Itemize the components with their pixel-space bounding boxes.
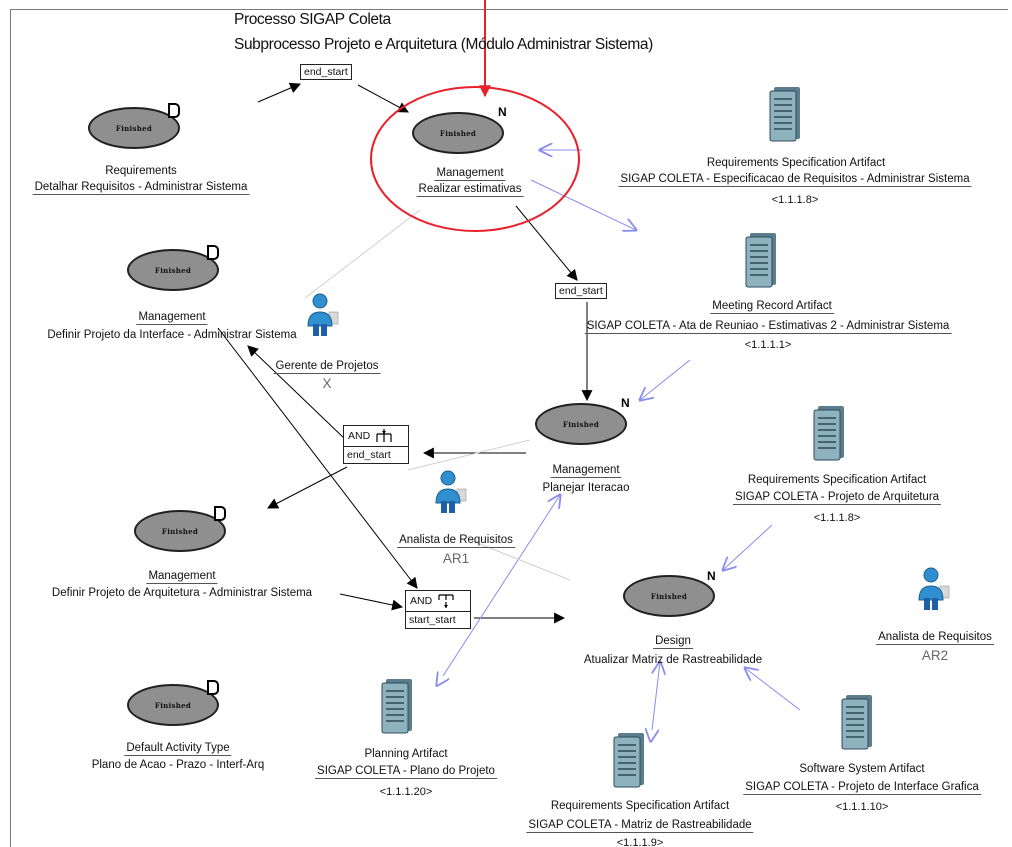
artifact-type-label: Requirements Specification Artifact [550, 800, 730, 812]
artifact-document-stack-icon[interactable] [744, 231, 780, 294]
activity-name-label: Detalhar Requisitos - Administrar Sistem… [32, 181, 250, 195]
artifact-type-label: Meeting Record Artifact [710, 300, 834, 314]
role-name-label: Analista de Requisitos [876, 631, 994, 645]
artifact-document-stack-icon[interactable] [380, 677, 416, 740]
activity-type-label: Design [653, 635, 693, 649]
activity-name-label: Plano de Acao - Prazo - Interf-Arq [91, 759, 265, 771]
artifact-name-label: SIGAP COLETA - Projeto de Interface Graf… [743, 781, 981, 795]
activity-marker-d [214, 506, 226, 521]
artifact-a3-to-design [723, 524, 773, 570]
diagram-frame-top [10, 9, 1008, 10]
artifact-version-label: <1.1.1.9> [616, 837, 664, 847]
activity-shape: Finished [127, 684, 219, 726]
activity-name-label: Definir Projeto da Interface - Administr… [47, 329, 297, 341]
activity-type-label: Requirements [105, 165, 177, 177]
role-person-icon[interactable] [913, 566, 953, 617]
role-code-label: X [322, 376, 332, 391]
flow-g1-to-interface [247, 345, 348, 442]
activity-name-label: Realizar estimativas [416, 183, 524, 197]
artifact-document-stack-icon[interactable] [840, 693, 876, 756]
artifact-version-label: <1.1.1.1> [744, 339, 792, 351]
role-name-label: Analista de Requisitos [397, 534, 515, 548]
activity-type-label: Management [136, 311, 208, 325]
artifact-type-label: Requirements Specification Artifact [747, 474, 927, 486]
role-name-label: Gerente de Projetos [273, 360, 381, 374]
gateway-type-label: AND [348, 430, 371, 442]
artifact-name-label: SIGAP COLETA - Matriz de Rastreabilidade [526, 819, 754, 833]
activity-type-label: Management [550, 464, 622, 478]
artifact-name-label: SIGAP COLETA - Plano do Projeto [315, 765, 497, 779]
artifact-name-label: SIGAP COLETA - Ata de Reuniao - Estimati… [584, 320, 952, 334]
activity-name-label: Atualizar Matriz de Rastreabilidade [583, 654, 763, 666]
artifact-est-to-a2 [530, 179, 636, 230]
artifact-a6-to-design [745, 668, 801, 711]
artifact-a2-to-plan [640, 359, 691, 400]
artifact-a4-plan-link [443, 495, 560, 676]
activity-marker-d [207, 245, 219, 260]
role-code-label: AR1 [442, 551, 470, 566]
activity-shape: Finished [535, 403, 627, 445]
join-icon [376, 429, 392, 442]
flow-interface-to-g2 [217, 327, 418, 589]
gateway-dependency-label: end_start [347, 449, 391, 461]
role-association-lines [304, 209, 571, 581]
artifact-version-label: <1.1.1.20> [379, 786, 433, 798]
activity-marker-d [207, 680, 219, 695]
activity-marker-n: N [498, 105, 507, 119]
artifact-name-label: SIGAP COLETA - Projeto de Arquitetura [732, 491, 942, 505]
artifact-name-label: SIGAP COLETA - Especificacao de Requisit… [618, 173, 972, 187]
role-person-icon[interactable] [302, 292, 342, 343]
flow-req-to-c1 [257, 82, 302, 103]
artifact-flow-lines [443, 150, 801, 730]
connector-end-start[interactable]: end_start [555, 283, 607, 299]
flow-arq-to-g2 [339, 593, 404, 611]
role-person-icon[interactable] [430, 469, 470, 520]
activity-shape: Finished [127, 249, 219, 291]
process-title: Processo SIGAP Coleta [234, 11, 391, 28]
activity-name-label: Definir Projeto de Arquitetura - Adminis… [51, 587, 313, 599]
artifact-type-label: Software System Artifact [799, 763, 925, 775]
artifact-document-stack-icon[interactable] [612, 731, 648, 794]
artifact-a5-design-link [652, 662, 660, 730]
activity-type-label: Default Activity Type [124, 742, 232, 756]
activity-marker-n: N [621, 396, 630, 410]
flow-est-to-c2 [515, 205, 578, 281]
gateway-dependency-label: start_start [409, 614, 456, 626]
artifact-version-label: <1.1.1.8> [813, 512, 861, 524]
split-icon [438, 594, 454, 608]
activity-type-label: Management [434, 167, 506, 181]
artifact-version-label: <1.1.1.10> [835, 801, 889, 813]
artifact-document-stack-icon[interactable] [812, 404, 848, 467]
and-gateway-end-start[interactable]: AND end_start [343, 425, 409, 464]
activity-shape: Finished [412, 112, 504, 154]
role-code-label: AR2 [921, 648, 949, 663]
artifact-document-stack-icon[interactable] [768, 85, 804, 148]
activity-marker-d [168, 103, 180, 118]
activity-type-label: Management [146, 570, 218, 584]
artifact-version-label: <1.1.1.8> [771, 194, 819, 206]
diagram-frame-left [10, 9, 11, 847]
highlight-circle [370, 86, 580, 232]
artifact-type-label: Planning Artifact [364, 748, 448, 760]
gateway-type-label: AND [410, 595, 433, 607]
activity-marker-n: N [707, 569, 716, 583]
connector-end-start[interactable]: end_start [300, 64, 352, 80]
flow-g1-to-arq [267, 466, 348, 509]
activity-name-label: Planejar Iteracao [542, 482, 630, 494]
subprocess-title: Subprocesso Projeto e Arquitetura (Módul… [234, 36, 653, 53]
artifact-type-label: Requirements Specification Artifact [706, 157, 886, 169]
activity-shape: Finished [134, 510, 226, 552]
activity-shape: Finished [88, 107, 180, 149]
flow-c1-to-est [357, 84, 409, 113]
and-gateway-start-start[interactable]: AND start_start [405, 590, 471, 629]
activity-shape: Finished [623, 575, 715, 617]
